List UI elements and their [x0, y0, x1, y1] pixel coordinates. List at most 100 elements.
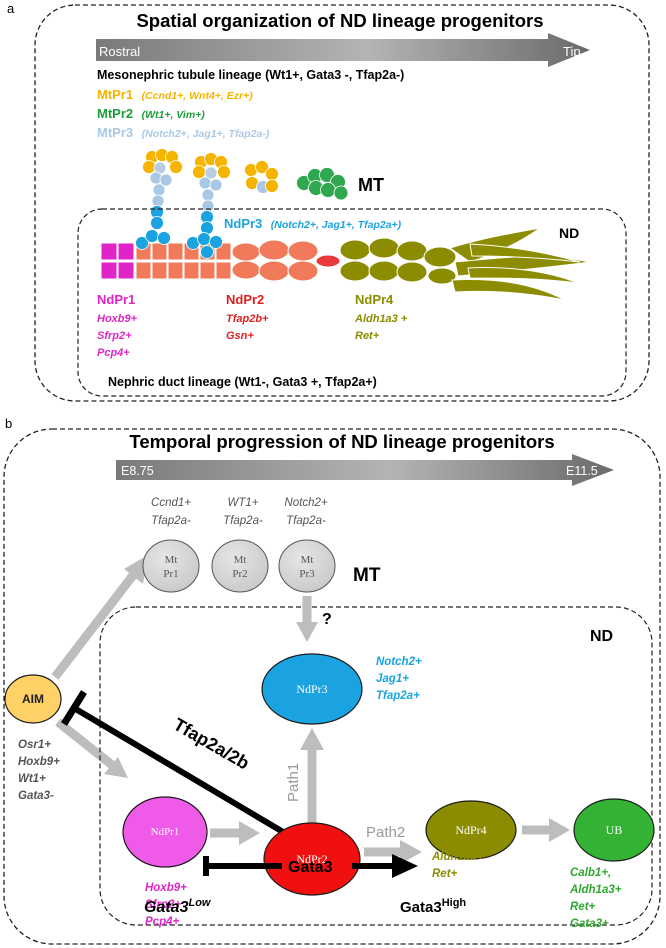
aim-marker-3: Wt1+: [18, 773, 46, 785]
mtpr3-legend: MtPr3 (Notch2+, Jag1+, Tfap2a-): [97, 124, 270, 141]
mt-tubule-cluster-3: [244, 160, 279, 194]
mt-marker-3a: Notch2+: [284, 497, 327, 509]
ndpr4-marker-b-2: Ret+: [432, 868, 458, 880]
aim-marker-2: Hoxb9+: [18, 756, 60, 768]
ndpr1-node-label: NdPr1: [151, 826, 180, 838]
mtpr2-markers: (Wt1+, Vim+): [142, 109, 206, 121]
panel-b-mt-label: MT: [353, 565, 381, 586]
mtpr1-node-line1: Mt: [165, 554, 178, 566]
mtpr2-node-line2: Pr2: [232, 568, 247, 580]
panel-b-letter: b: [5, 416, 12, 431]
panel-a-letter: a: [7, 1, 15, 16]
ub-marker-4: Gata3+: [570, 918, 609, 930]
panel-b-nd-label: ND: [590, 628, 613, 645]
ndpr3-markers-a: (Notch2+, Jag1+, Tfap2a+): [271, 219, 402, 231]
mtpr3-name: MtPr3: [97, 125, 133, 140]
ndpr3-marker-b-3: Tfap2a+: [376, 690, 420, 702]
ndpr1-cells: [100, 242, 135, 280]
ndpr1-marker-a-2: Sfrp2+: [97, 330, 132, 342]
mt-lineage-title: Mesonephric tubule lineage (Wt1+, Gata3 …: [97, 68, 404, 82]
ndpr3-marker-b-1: Notch2+: [376, 656, 422, 668]
aim-marker-4: Gata3-: [18, 790, 54, 802]
arrow-path1: [300, 728, 324, 825]
tfap-inhibition: [61, 690, 302, 845]
mtpr3-markers: (Notch2+, Jag1+, Tfap2a-): [142, 128, 270, 140]
ndpr4-marker-a-2: Ret+: [355, 330, 380, 342]
ub-node-label: UB: [606, 823, 623, 837]
ndpr3-node-label: NdPr3: [296, 682, 327, 696]
ndpr2-name-a: NdPr2: [226, 292, 264, 307]
ndpr1-node: [122, 796, 208, 868]
nd-lineage-title: Nephric duct lineage (Wt1-, Gata3 +, Tfa…: [108, 375, 377, 389]
panel-a-mt-label: MT: [358, 175, 384, 195]
panel-a-title: Spatial organization of ND lineage proge…: [136, 10, 543, 31]
aim-marker-1: Osr1+: [18, 739, 51, 751]
mt-tubule-cluster-2: [192, 152, 231, 235]
panel-b-axis-arrow: [116, 454, 614, 486]
arrow-mtpr3-to-ndpr3: [296, 596, 318, 642]
ndpr1-name-a: NdPr1: [97, 292, 135, 307]
mtpr3-node-line1: Mt: [301, 554, 314, 566]
panel-b-axis-end: E11.5: [566, 464, 598, 478]
mtpr1-markers: (Ccnd1+, Wnt4+, Ezr+): [142, 90, 254, 102]
ub-node: [573, 798, 655, 862]
arrow-aim-to-mt: [51, 555, 148, 680]
ndpr3-legend-a: NdPr3 (Notch2+, Jag1+, Tfap2a+): [224, 215, 402, 232]
ndpr2-node-label: NdPr2: [296, 852, 327, 866]
gata3-inhibition-bar: [203, 856, 282, 876]
tfap-label: Tfap2a/2b: [170, 714, 253, 773]
mt-green-cluster: [296, 167, 349, 201]
panel-a-axis-arrow: [96, 33, 590, 67]
mtpr1-node: [142, 539, 200, 593]
ndpr4-name-a: NdPr4: [355, 292, 394, 307]
gata3-high-base: Gata3: [400, 899, 442, 916]
mtpr3-node-line2: Pr3: [299, 568, 315, 580]
mt-marker-2a: WT1+: [228, 497, 259, 509]
mtpr2-node: [211, 539, 269, 593]
mtpr2-name: MtPr2: [97, 106, 133, 121]
panel-b-axis-start: E8.75: [121, 464, 154, 478]
ndpr4-cells: [339, 227, 591, 301]
ndpr3-node: [261, 653, 363, 725]
mtpr3-node: [278, 539, 336, 593]
aim-node: [4, 674, 62, 724]
arrow-ndpr1-to-ndpr2: [210, 821, 260, 845]
gata3-low-label: Gata3Low: [144, 897, 212, 916]
nd-region-b: [99, 606, 653, 926]
ndpr1-marker-b-3: Pcp4+: [145, 916, 179, 928]
mt-marker-2b: Tfap2a-: [223, 515, 263, 527]
aim-node-label: AIM: [22, 692, 44, 706]
gata3-label: Gata3: [288, 859, 333, 876]
ndpr2-node: [263, 822, 361, 896]
ndpr1-marker-b-1: Hoxb9+: [145, 882, 187, 894]
ndpr2-marker-a-2: Gsn+: [226, 330, 254, 342]
mtpr2-legend: MtPr2 (Wt1+, Vim+): [97, 105, 205, 122]
mt-tubule-cluster-1: [142, 148, 183, 230]
arrow-ndpr4-to-ub: [522, 818, 570, 842]
panel-a-frame: [34, 4, 650, 402]
panel-a-nd-label: ND: [559, 225, 579, 241]
ndpr3-marker-b-2: Jag1+: [376, 673, 409, 685]
nd-region-a: [77, 208, 627, 397]
arrow-path2: [364, 840, 422, 864]
ndpr2-cells: [135, 239, 341, 282]
gata3-high-sup: High: [442, 897, 467, 909]
mt-marker-3b: Tfap2a-: [286, 515, 326, 527]
gata3-low-sup: Low: [188, 897, 211, 909]
ndpr4-node: [425, 800, 517, 860]
ndpr1-marker-a-1: Hoxb9+: [97, 313, 138, 325]
ndpr4-node-label: NdPr4: [455, 823, 486, 837]
ub-marker-1: Calb1+,: [570, 867, 611, 879]
mtpr1-legend: MtPr1 (Ccnd1+, Wnt4+, Ezr+): [97, 86, 253, 103]
panel-a-axis-start: Rostral: [99, 44, 140, 59]
gata3-activation-arrow: [352, 854, 418, 878]
ub-marker-2: Aldh1a3+: [569, 884, 622, 896]
path2-label: Path2: [366, 824, 405, 841]
gata3-low-base: Gata3: [144, 899, 189, 916]
ndpr2-marker-a-1: Tfap2b+: [226, 313, 269, 325]
panel-b-title: Temporal progression of ND lineage proge…: [129, 431, 554, 452]
question-mark: ?: [322, 611, 332, 628]
ndpr3-name-a: NdPr3: [224, 216, 262, 231]
mt-marker-1b: Tfap2a-: [151, 515, 191, 527]
ndpr4-marker-b-1: Aldh1a3+: [431, 851, 484, 863]
